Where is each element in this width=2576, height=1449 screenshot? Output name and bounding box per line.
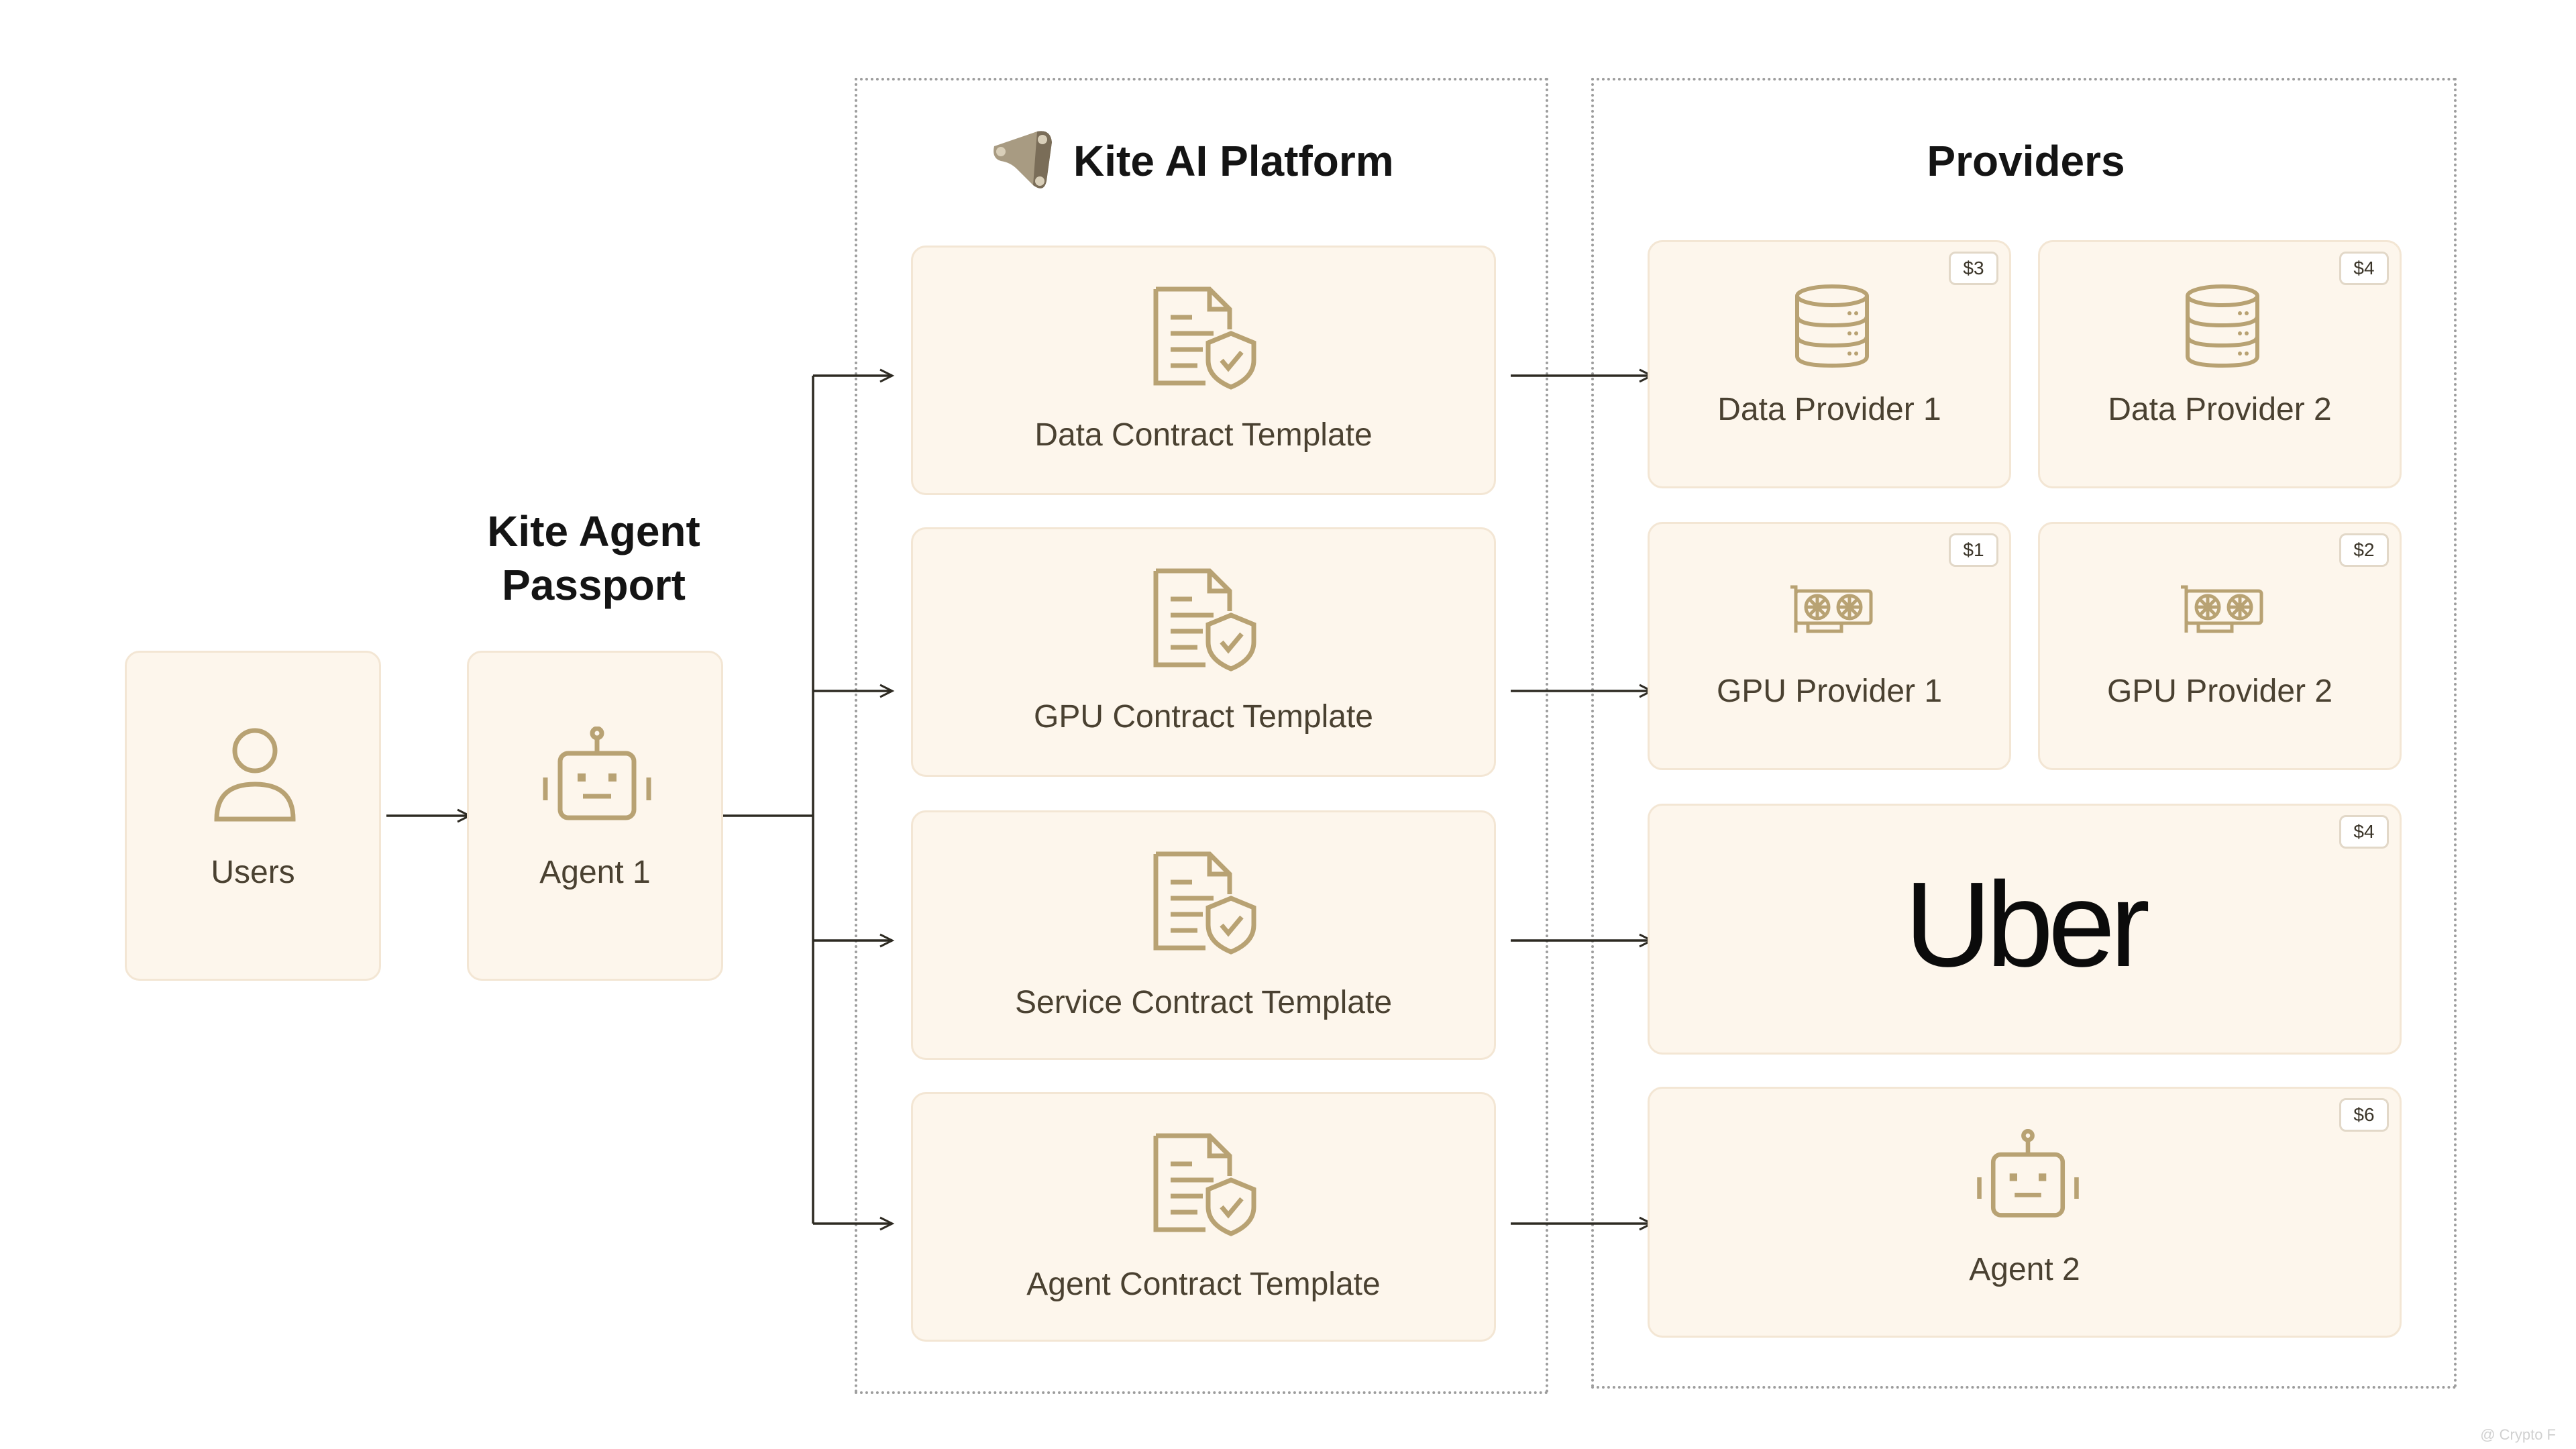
- data-contract-template-label: Data Contract Template: [1034, 417, 1373, 453]
- price-badge: $4: [2339, 815, 2389, 849]
- passport-heading: Kite Agent Passport: [416, 504, 771, 612]
- gpu-contract-template-card[interactable]: GPU Contract Template: [911, 527, 1496, 777]
- database-icon: [1795, 284, 1869, 368]
- providers-heading: Providers: [1927, 137, 2125, 185]
- passport-heading-line1: Kite Agent: [487, 507, 700, 555]
- gpu-card-icon: [1790, 585, 1873, 633]
- contract-shield-icon: [1153, 286, 1256, 390]
- contract-shield-icon: [1153, 568, 1256, 672]
- gpu-contract-template-label: GPU Contract Template: [1034, 699, 1373, 735]
- data-provider-1-label: Data Provider 1: [1717, 392, 1941, 427]
- service-contract-template-label: Service Contract Template: [1014, 985, 1393, 1020]
- agent1-label: Agent 1: [539, 855, 651, 890]
- user-icon: [214, 728, 296, 822]
- price-badge: $6: [2339, 1098, 2389, 1132]
- gpu-provider-2-label: GPU Provider 2: [2106, 674, 2333, 709]
- price-badge: $4: [2339, 252, 2389, 285]
- users-label: Users: [211, 855, 295, 890]
- price-badge: $3: [1949, 252, 1998, 285]
- agent2-label: Agent 2: [1969, 1252, 2080, 1287]
- robot-icon: [1977, 1129, 2079, 1218]
- data-contract-template-card[interactable]: Data Contract Template: [911, 246, 1496, 495]
- kite-logo-icon: [994, 131, 1052, 189]
- gpu-provider-2-card[interactable]: $2 GPU Provider 2: [2038, 522, 2402, 770]
- service-contract-template-card[interactable]: Service Contract Template: [911, 810, 1496, 1060]
- price-badge: $2: [2339, 533, 2389, 567]
- data-provider-2-card[interactable]: $4 Data Provider 2: [2038, 240, 2402, 488]
- database-icon: [2186, 284, 2259, 368]
- robot-icon: [543, 727, 651, 820]
- gpu-provider-1-label: GPU Provider 1: [1716, 674, 1943, 709]
- contract-shield-icon: [1153, 851, 1256, 955]
- providers-zone: [1591, 78, 2457, 1389]
- price-badge: $1: [1949, 533, 1998, 567]
- gpu-card-icon: [2181, 585, 2263, 633]
- platform-heading: Kite AI Platform: [1073, 137, 1394, 185]
- agent-contract-template-label: Agent Contract Template: [1026, 1267, 1381, 1302]
- passport-heading-line2: Passport: [502, 561, 686, 609]
- users-card[interactable]: Users: [125, 651, 381, 981]
- data-provider-1-card[interactable]: $3 Data Provider 1: [1648, 240, 2011, 488]
- uber-card[interactable]: $4 Uber: [1648, 804, 2402, 1055]
- gpu-provider-1-card[interactable]: $1 GPU Provider 1: [1648, 522, 2011, 770]
- watermark: @ Crypto F: [2480, 1426, 2556, 1443]
- platform-zone: [855, 78, 1548, 1394]
- uber-logo: Uber: [1904, 857, 2150, 992]
- agent2-card[interactable]: $6 Agent 2: [1648, 1087, 2402, 1338]
- contract-shield-icon: [1153, 1133, 1256, 1236]
- agent-contract-template-card[interactable]: Agent Contract Template: [911, 1092, 1496, 1342]
- agent1-card[interactable]: Agent 1: [467, 651, 723, 981]
- data-provider-2-label: Data Provider 2: [2108, 392, 2332, 427]
